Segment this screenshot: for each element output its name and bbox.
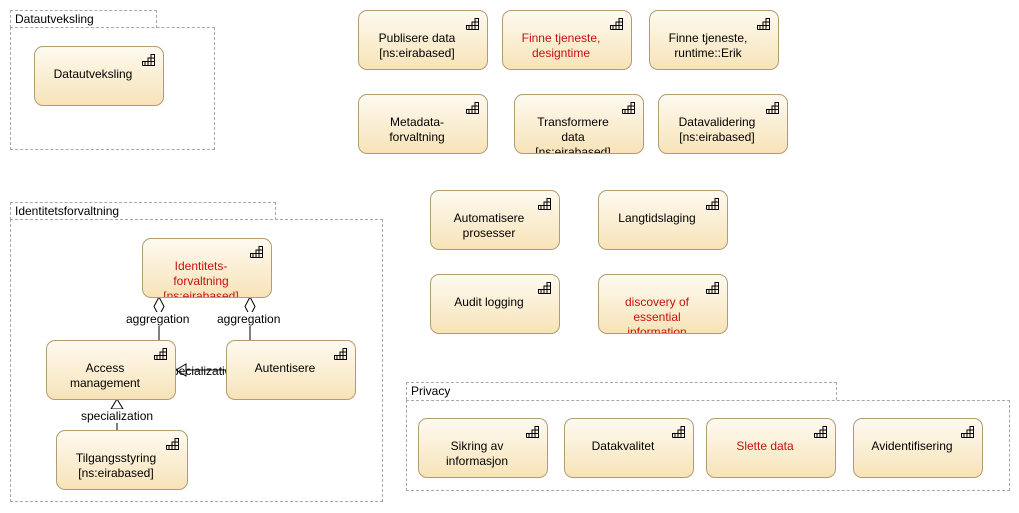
group-tab-privacy: Privacy: [406, 382, 837, 400]
node-langtidslaging[interactable]: Langtidslaging: [598, 190, 728, 250]
node-automatisere-prosesser[interactable]: Automatisere prosesser: [430, 190, 560, 250]
node-label: Audit logging: [454, 295, 524, 309]
node-label: Identitets- forvaltning [ns:eirabased]: [163, 259, 239, 298]
node-label: Automatisere prosesser: [453, 211, 525, 240]
node-finne-tjeneste-designtime[interactable]: Finne tjeneste, designtime: [502, 10, 632, 70]
node-tilgangsstyring[interactable]: Tilgangsstyring [ns:eirabased]: [56, 430, 188, 490]
group-tab-datautveksling: Datautveksling: [10, 10, 157, 28]
node-label: discovery of essential information objec…: [624, 295, 690, 334]
application-function-icon: [526, 426, 539, 438]
application-function-icon: [610, 18, 623, 30]
node-access-management[interactable]: Access management: [46, 340, 176, 400]
node-label: Tilgangsstyring [ns:eirabased]: [75, 451, 157, 480]
node-label: Datakvalitet: [591, 439, 655, 453]
application-function-icon: [814, 426, 827, 438]
node-avidentifisering[interactable]: Avidentifisering: [853, 418, 983, 478]
application-function-icon: [622, 102, 635, 114]
node-label: Avidentifisering: [871, 439, 953, 453]
node-label: Transformere data [ns:eirabased]: [535, 115, 611, 154]
edge-label-aggregation-1: aggregation: [126, 312, 190, 326]
edge-label-specialization-1: specialization: [166, 364, 239, 378]
application-function-icon: [154, 348, 167, 360]
application-function-icon: [706, 198, 719, 210]
node-label: Datavalidering [ns:eirabased]: [678, 115, 756, 144]
edge-label-specialization-2: specialization: [81, 409, 154, 423]
node-label: Publisere data [ns:eirabased]: [378, 31, 456, 60]
application-function-icon: [961, 426, 974, 438]
application-function-icon: [538, 282, 551, 294]
application-function-icon: [250, 246, 263, 258]
specialization-arrow-1: [175, 363, 187, 377]
application-function-icon: [757, 18, 770, 30]
node-publisere-data[interactable]: Publisere data [ns:eirabased]: [358, 10, 488, 70]
node-label: Access management: [69, 361, 141, 390]
application-function-icon: [334, 348, 347, 360]
node-label: Finne tjeneste, runtime::Erik: [668, 31, 748, 60]
node-transformere-data[interactable]: Transformere data [ns:eirabased]: [514, 94, 644, 154]
node-audit-logging[interactable]: Audit logging: [430, 274, 560, 334]
node-autentisere[interactable]: Autentisere: [226, 340, 356, 400]
node-label: Sikring av informasjon: [445, 439, 509, 468]
node-label: Finne tjeneste, designtime: [521, 31, 601, 60]
application-function-icon: [142, 54, 155, 66]
node-label: Autentisere: [254, 361, 316, 375]
application-function-icon: [466, 102, 479, 114]
node-sikring-av-informasjon[interactable]: Sikring av informasjon: [418, 418, 548, 478]
node-slette-data[interactable]: Slette data: [706, 418, 836, 478]
application-function-icon: [672, 426, 685, 438]
group-tab-identitetsforvaltning: Identitetsforvaltning: [10, 202, 276, 220]
node-identitetsforvaltning[interactable]: Identitets- forvaltning [ns:eirabased]: [142, 238, 272, 298]
application-function-icon: [538, 198, 551, 210]
group-datautveksling: [10, 27, 215, 150]
edge-label-aggregation-2: aggregation: [217, 312, 281, 326]
node-datavalidering[interactable]: Datavalidering [ns:eirabased]: [658, 94, 788, 154]
application-function-icon: [706, 282, 719, 294]
application-function-icon: [166, 438, 179, 450]
node-label: Metadata- forvaltning: [389, 115, 445, 144]
node-label: Datautveksling: [53, 67, 133, 81]
node-label: Langtidslaging: [618, 211, 696, 225]
application-function-icon: [766, 102, 779, 114]
node-label: Slette data: [736, 439, 794, 453]
node-discovery[interactable]: discovery of essential information objec…: [598, 274, 728, 334]
group-identitetsforvaltning: [10, 219, 383, 502]
specialization-arrow-2: [110, 398, 124, 410]
node-datakvalitet[interactable]: Datakvalitet: [564, 418, 694, 478]
node-metadata-forvaltning[interactable]: Metadata- forvaltning: [358, 94, 488, 154]
node-datautveksling[interactable]: Datautveksling: [34, 46, 164, 106]
group-privacy: [406, 400, 1010, 491]
application-function-icon: [466, 18, 479, 30]
node-finne-tjeneste-runtime[interactable]: Finne tjeneste, runtime::Erik: [649, 10, 779, 70]
